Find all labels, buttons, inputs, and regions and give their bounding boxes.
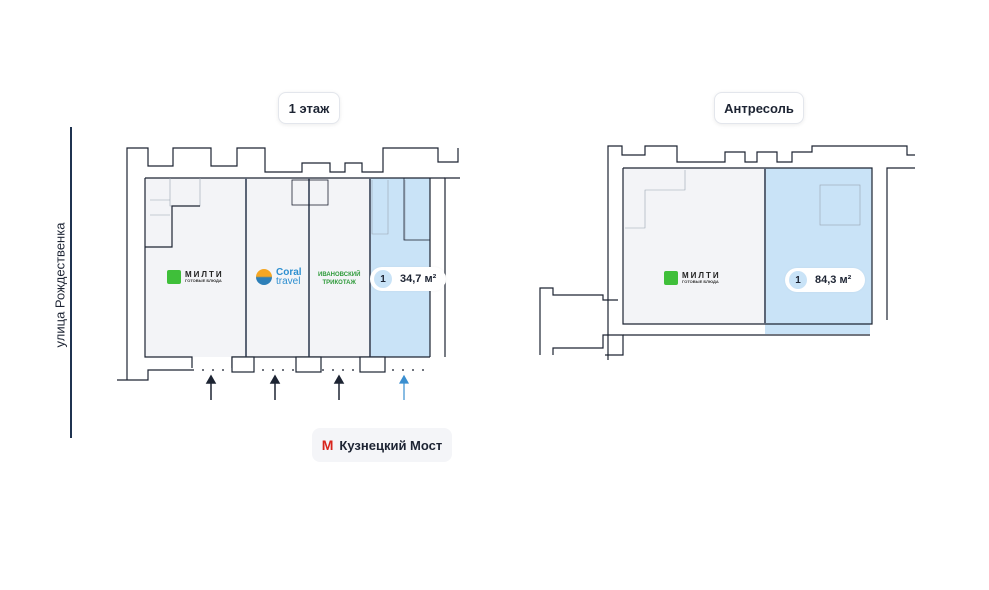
metro-m-icon: M [321, 437, 334, 453]
floor-1-tab[interactable]: 1 этаж [278, 92, 340, 124]
coral-logo-icon [256, 269, 272, 285]
room-coral [246, 178, 309, 357]
stairs-icon [625, 170, 861, 229]
milti-logo-icon [664, 271, 678, 285]
metro-station-label: M Кузнецкий Мост [312, 428, 452, 462]
entrance-arrow-icon [205, 374, 345, 400]
room-available-mezz [765, 168, 872, 324]
unit-badge-mezzanine[interactable]: 1 84,3 м² [785, 268, 866, 292]
entrance-arrow-available-icon [398, 374, 410, 400]
outer-wall [126, 147, 459, 380]
room-milti-mezz [623, 168, 765, 324]
milti-logo-icon [167, 270, 181, 284]
room-milti [145, 178, 246, 357]
street-line [70, 127, 72, 438]
mezzanine-tab[interactable]: Антресоль [714, 92, 804, 124]
room-ivanovsky [309, 178, 370, 357]
entrance-arrows [205, 374, 410, 400]
mezzanine-plan [539, 145, 915, 360]
floor-1-plan [117, 147, 460, 381]
unit-badge-floor1[interactable]: 1 34,7 м² [370, 267, 447, 291]
